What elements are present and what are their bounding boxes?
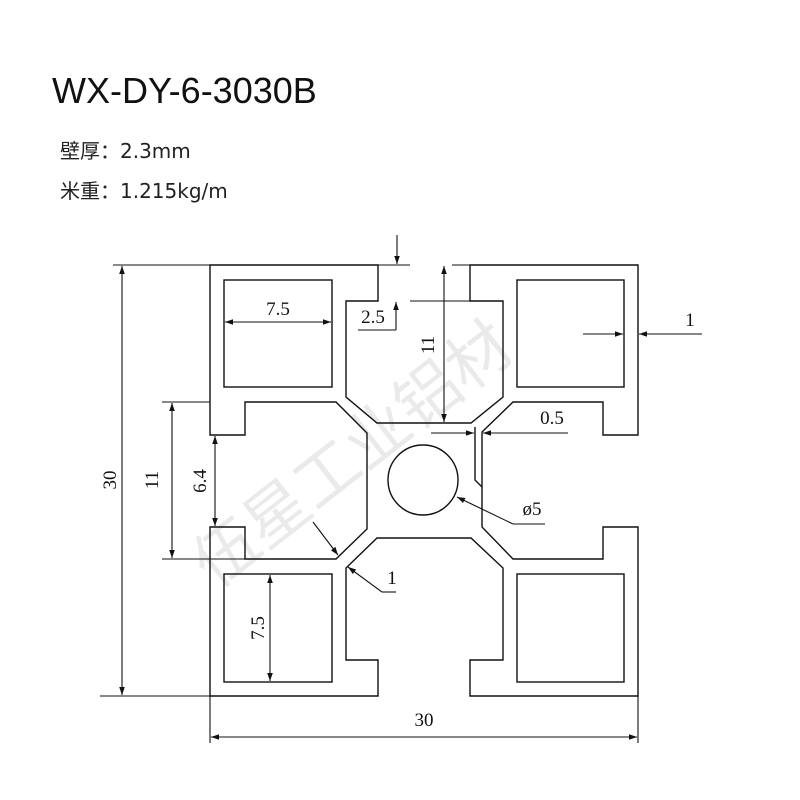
svg-text:1: 1 bbox=[685, 310, 695, 331]
cavity-bottom-left bbox=[223, 573, 333, 683]
svg-text:30: 30 bbox=[100, 471, 121, 490]
dim-top-depth: 11 bbox=[418, 264, 470, 422]
svg-text:7.5: 7.5 bbox=[266, 299, 290, 320]
dim-gap: 0.5 bbox=[431, 408, 568, 436]
weight-value: 1.215kg/m bbox=[120, 179, 228, 203]
dim-cavity-height: 7.5 bbox=[248, 575, 273, 681]
slot-gap-line bbox=[474, 427, 483, 488]
weight-per-meter: 米重：1.215kg/m bbox=[60, 175, 228, 204]
svg-text:2.5: 2.5 bbox=[361, 307, 385, 328]
center-bore bbox=[387, 444, 459, 516]
svg-text:6.4: 6.4 bbox=[190, 469, 211, 493]
dim-height: 30 bbox=[100, 264, 210, 697]
cavity-bottom-right bbox=[516, 573, 625, 683]
profile-title: WX-DY-6-3030B bbox=[52, 70, 317, 111]
dim-lip: 2.5 bbox=[358, 235, 503, 331]
cavity-top-right bbox=[516, 279, 625, 388]
wall-thickness: 壁厚：2.3mm bbox=[60, 135, 191, 164]
dim-slot-opening: 6.4 bbox=[190, 436, 218, 526]
weight-label: 米重： bbox=[60, 179, 120, 203]
svg-text:1: 1 bbox=[387, 568, 397, 589]
wall-thickness-value: 2.3mm bbox=[120, 139, 191, 163]
dim-slot-height: 11 bbox=[142, 401, 245, 560]
svg-text:ø5: ø5 bbox=[523, 499, 542, 520]
svg-text:11: 11 bbox=[142, 471, 163, 489]
svg-text:30: 30 bbox=[415, 710, 434, 731]
wall-thickness-label: 壁厚： bbox=[60, 139, 120, 163]
cavity-top-left bbox=[223, 279, 333, 388]
dim-cavity-width: 7.5 bbox=[225, 299, 331, 325]
dim-wall-right: 1 bbox=[583, 310, 702, 337]
dim-bore: ø5 bbox=[456, 496, 545, 525]
svg-text:7.5: 7.5 bbox=[248, 616, 269, 640]
dim-web: 1 bbox=[312, 521, 397, 593]
svg-text:11: 11 bbox=[418, 336, 439, 354]
svg-text:0.5: 0.5 bbox=[540, 408, 564, 429]
dim-width: 30 bbox=[209, 696, 639, 743]
